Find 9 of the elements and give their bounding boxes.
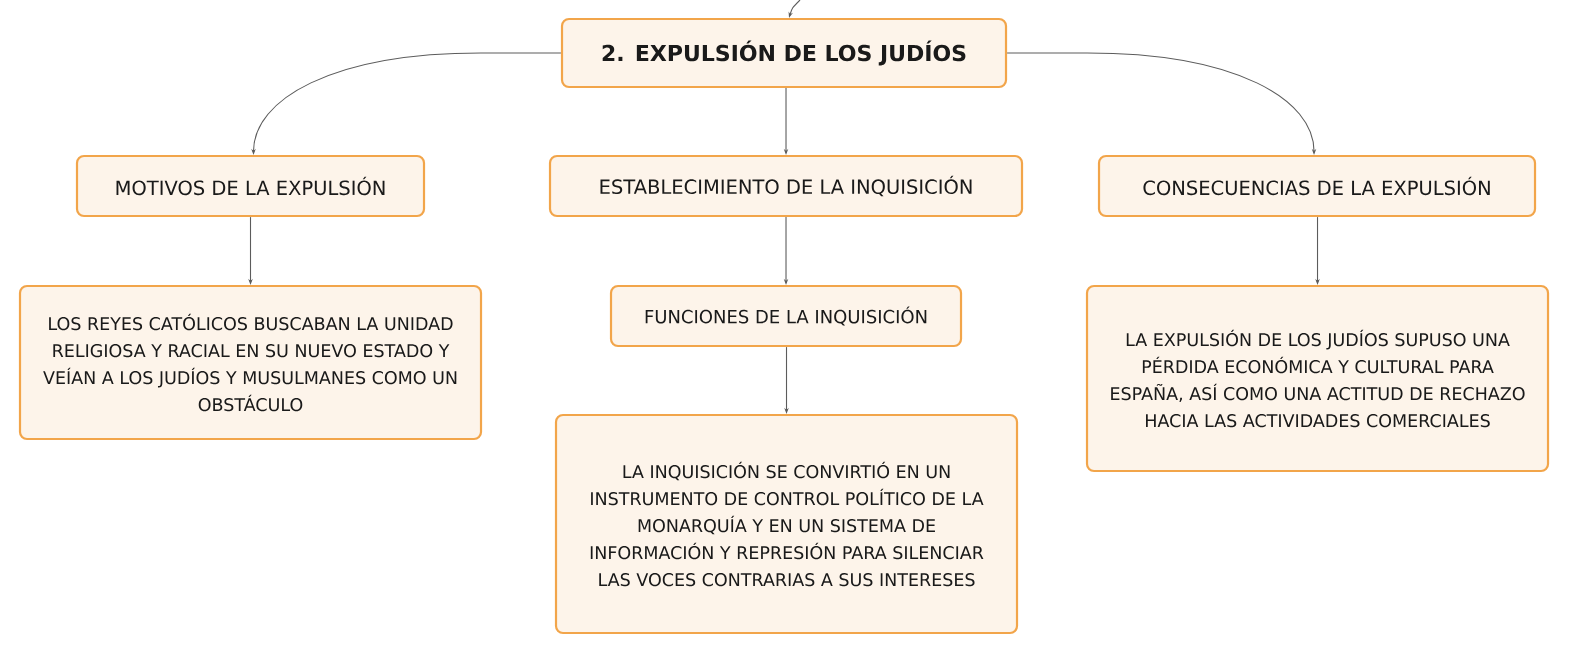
text-box: LA INQUISICIÓN SE CONVIRTIÓ EN UN INSTRUMENTO DE CONTROL POLÍTICO DE LA MONARQUÍA Y EN UN SISTEMA DE INFORMACIÓN Y REPRESIÓN PARA SILENCIAR LAS VOCES CONTRARIAS A SUS INTERESES (554, 413, 1019, 635)
arrow (788, 0, 801, 18)
text-box: LA EXPULSIÓN DE LOS JUDÍOS SUPUSO UNA PÉRDIDA ECONÓMICA Y CULTURAL PARA ESPAÑA, ASÍ COMO UNA ACTITUD DE RECHAZO HACIA LAS ACTIVIDADES COMERCIALES (1085, 284, 1550, 473)
topic-box: MOTIVOS DE LA EXPULSIÓN (75, 154, 426, 218)
topic-box: CONSECUENCIAS DE LA EXPULSIÓN (1097, 154, 1537, 218)
topic-box: FUNCIONES DE LA INQUISICIÓN (609, 284, 963, 348)
text-box: LOS REYES CATÓLICOS BUSCABAN LA UNIDAD RELIGIOSA Y RACIAL EN SU NUEVO ESTADO Y VEÍAN A LOS JUDÍOS Y MUSULMANES COMO UN OBSTÁCULO (18, 284, 483, 441)
topic-box: ESTABLECIMIENTO DE LA INQUISICIÓN (548, 154, 1024, 218)
title-box: 2. EXPULSIÓN DE LOS JUDÍOS (560, 17, 1008, 89)
